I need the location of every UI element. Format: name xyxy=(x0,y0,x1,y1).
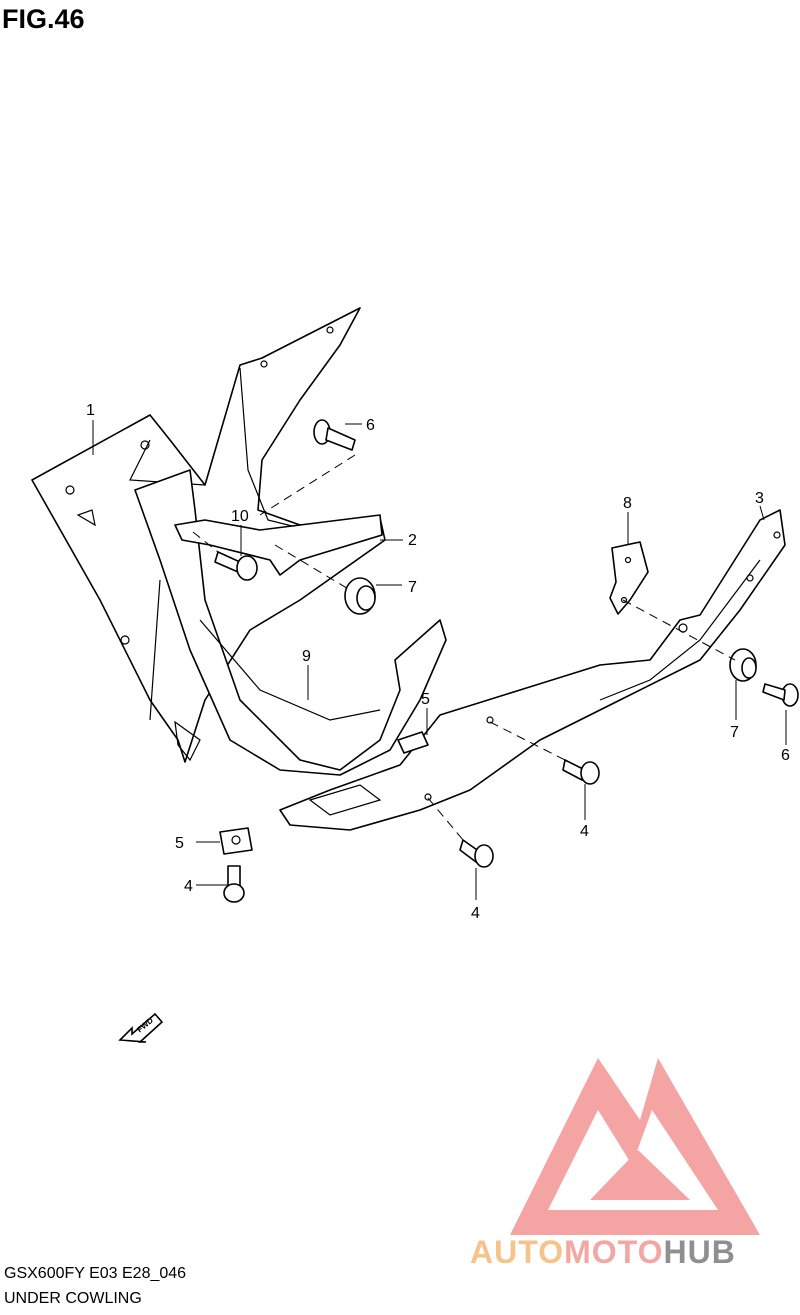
callout-4-b: 4 xyxy=(471,905,480,922)
part-8-bracket-plate[interactable] xyxy=(609,541,649,615)
callout-1: 1 xyxy=(86,402,95,419)
part-7-grommet-right[interactable] xyxy=(729,648,757,682)
callout-2: 2 xyxy=(408,532,417,549)
part-6-screw-right[interactable] xyxy=(762,683,799,707)
callout-7-a: 7 xyxy=(408,579,417,596)
watermark-text: AUTOMOTOHUB xyxy=(470,1234,736,1271)
callout-6-b: 6 xyxy=(781,747,790,764)
watermark-moto: MOTO xyxy=(564,1234,664,1270)
part-4-screw-a[interactable] xyxy=(562,759,600,785)
callout-8: 8 xyxy=(623,495,632,512)
part-4-screw-c[interactable] xyxy=(223,865,245,903)
leader-lines xyxy=(92,420,787,900)
part-4-screw-b[interactable] xyxy=(459,839,494,868)
footer-section-name: UNDER COWLING xyxy=(4,1290,142,1307)
part-10-screw[interactable] xyxy=(214,551,258,581)
watermark-auto: AUTO xyxy=(470,1234,565,1270)
callout-9: 9 xyxy=(302,648,311,665)
part-5-clip-a[interactable] xyxy=(219,827,253,855)
watermark-logo-icon xyxy=(510,1058,760,1235)
callout-6-a: 6 xyxy=(366,417,375,434)
part-9-inner-panel[interactable] xyxy=(134,469,447,776)
fwd-arrow-icon: FWD xyxy=(118,1012,164,1043)
figure-title: FIG.46 xyxy=(2,4,85,34)
callout-4-a: 4 xyxy=(580,823,589,840)
callout-4-c: 4 xyxy=(184,878,193,895)
assembly-lines xyxy=(192,454,736,841)
callout-5-a: 5 xyxy=(175,835,184,852)
callout-7-b: 7 xyxy=(730,724,739,741)
callout-5-b: 5 xyxy=(421,691,430,708)
callout-10: 10 xyxy=(231,508,249,525)
part-7-grommet-left[interactable] xyxy=(344,577,376,615)
part-5-clip-b[interactable] xyxy=(397,731,429,754)
part-2-bracket[interactable] xyxy=(174,514,383,576)
footer-model-code: GSX600FY E03 E28_046 xyxy=(4,1265,187,1282)
callout-3: 3 xyxy=(755,490,764,507)
part-6-screw-top[interactable] xyxy=(313,419,356,451)
watermark-hub: HUB xyxy=(663,1234,736,1270)
